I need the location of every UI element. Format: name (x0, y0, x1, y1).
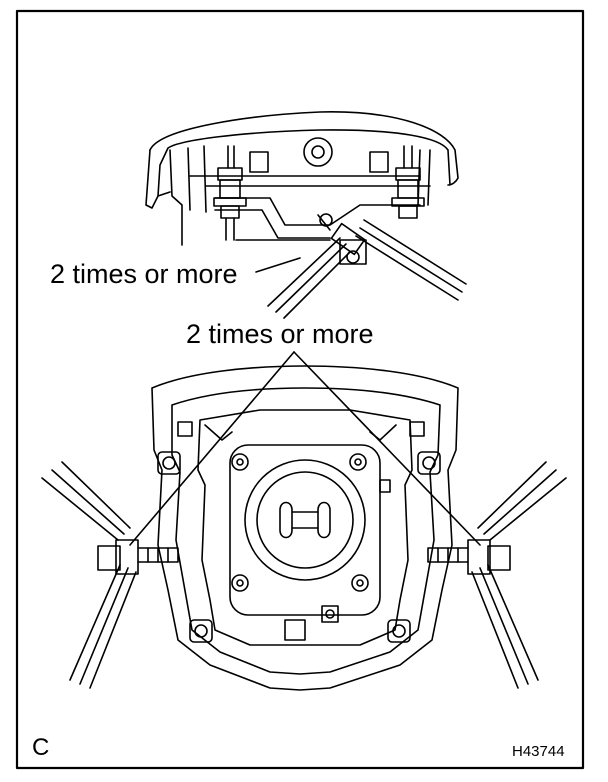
airbag-side-view (145, 111, 459, 246)
middle-callout-leader-right (293, 351, 481, 546)
airbag-front-view (151, 365, 459, 691)
top-wrench (267, 219, 467, 319)
top-callout-leader (255, 257, 301, 273)
middle-callout-label: 2 times or more (186, 319, 374, 349)
figure-code: H43744 (512, 743, 565, 760)
figure-border (15, 9, 585, 770)
right-wrench (427, 461, 567, 689)
corner-letter: C (32, 734, 50, 761)
middle-callout-leader-left (129, 351, 295, 546)
left-wrench (41, 461, 179, 689)
top-callout-label: 2 times or more (50, 259, 238, 289)
